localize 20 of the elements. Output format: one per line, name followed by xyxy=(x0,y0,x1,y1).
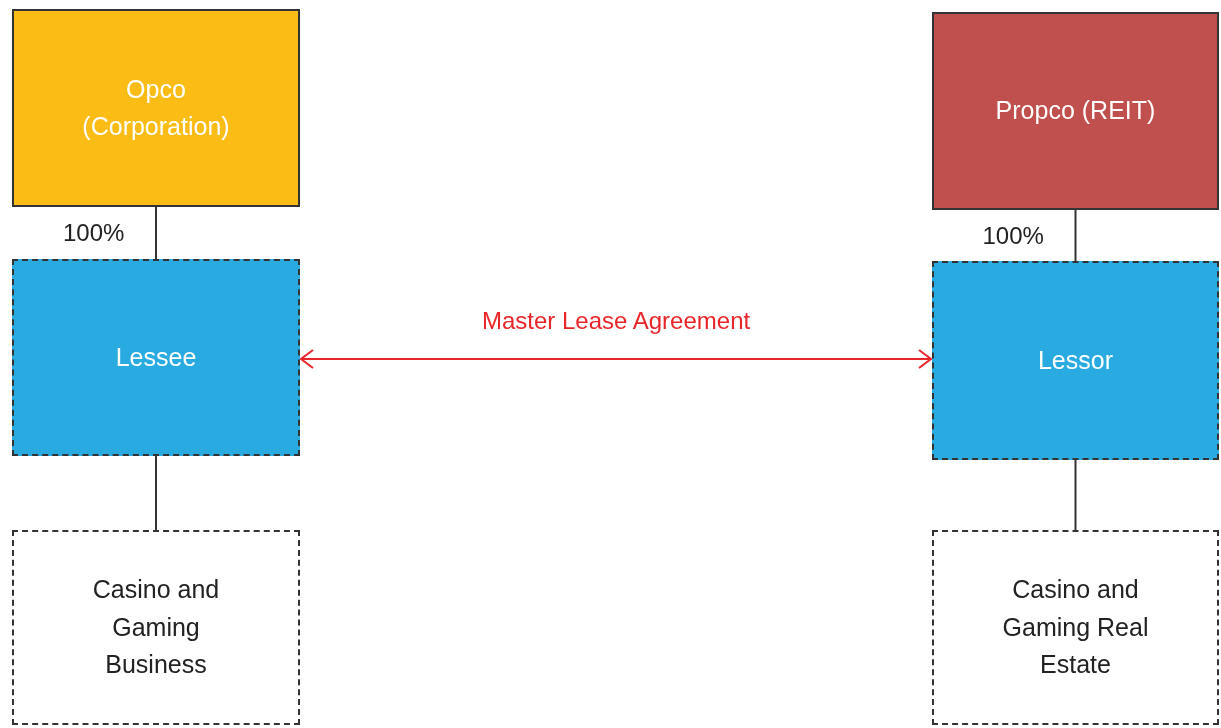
box-label: Casino and Gaming Real Estate xyxy=(1001,574,1150,681)
connector-line xyxy=(155,206,157,260)
box-label: Lessor xyxy=(1037,344,1113,376)
box-label: Lessee xyxy=(115,341,197,373)
box-label: Propco (REIT) xyxy=(995,95,1156,127)
company-box xyxy=(932,12,1219,210)
double-arrow xyxy=(300,349,932,369)
box-label: Casino and Gaming Business xyxy=(91,574,221,681)
connector-line xyxy=(1074,459,1077,531)
edge-label: 100% xyxy=(63,219,125,247)
edge-label: Master Lease Agreement xyxy=(482,307,751,335)
real-estate-box xyxy=(932,530,1219,725)
connector-line xyxy=(1074,209,1077,262)
company-box xyxy=(12,9,300,207)
entity-box xyxy=(12,259,300,456)
box-label: Opco (Corporation) xyxy=(81,73,231,142)
business-box xyxy=(12,530,300,725)
entity-box xyxy=(932,261,1219,460)
edge-label: 100% xyxy=(982,222,1044,250)
connector-line xyxy=(155,455,157,531)
